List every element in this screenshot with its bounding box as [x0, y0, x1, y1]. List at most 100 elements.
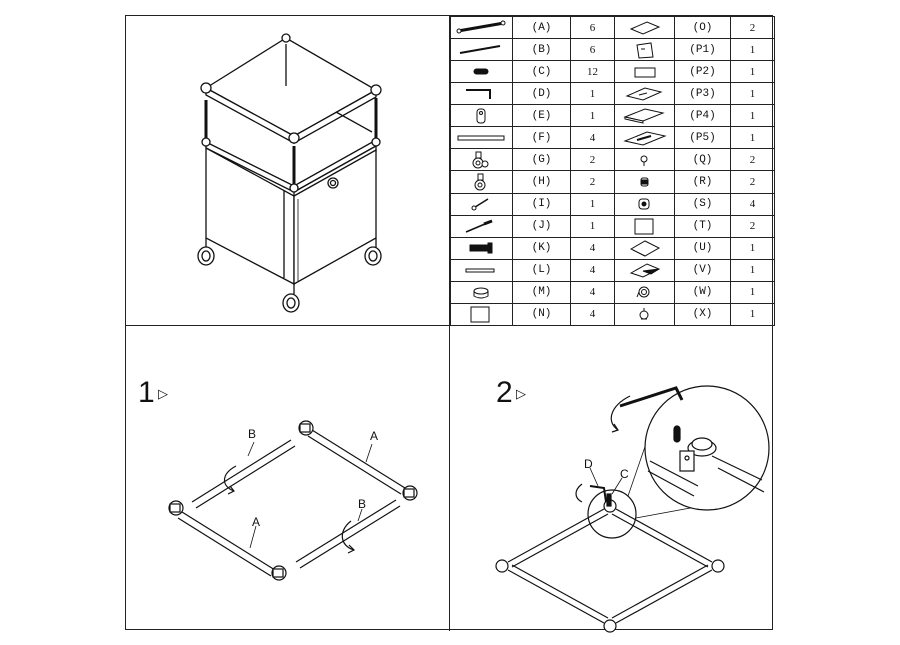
part-quantity: 2 — [570, 170, 615, 194]
part-icon-cell — [614, 170, 675, 194]
step-1-arrow-icon: ▷ — [158, 386, 168, 401]
step-2-number: 2 — [496, 376, 513, 409]
parts-row: (K)4(U)1 — [450, 236, 775, 260]
part-quantity: 6 — [570, 38, 615, 62]
part-label: (H) — [512, 170, 571, 194]
part-label: (N) — [512, 302, 571, 327]
part-quantity: 1 — [570, 192, 615, 216]
square-board-icon — [634, 218, 653, 235]
part-icon-cell — [614, 15, 675, 40]
hinge-cup-icon — [636, 286, 649, 298]
parts-row: (B)6(P1)1 — [450, 38, 775, 62]
part-quantity: 1 — [570, 214, 615, 238]
parts-table: (A)6(O)2(B)6(P1)1(C)12(P2)1(D)1(P3)1(E)1… — [450, 15, 775, 327]
part-icon-cell — [450, 60, 513, 84]
part-quantity: 2 — [730, 170, 775, 194]
dowel-icon — [673, 425, 681, 443]
part-quantity: 2 — [730, 148, 775, 172]
allen-key-icon — [619, 386, 684, 408]
parts-row: (A)6(O)2 — [450, 15, 775, 40]
part-icon-cell — [614, 192, 675, 216]
part-label: (X) — [674, 302, 731, 327]
part-label: (P1) — [674, 38, 731, 62]
rotate-arrow-icon — [610, 395, 631, 431]
part-quantity: 4 — [570, 302, 615, 327]
label-b-bottom: B — [358, 497, 366, 511]
part-label: (B) — [512, 38, 571, 62]
long-tube-icon — [456, 20, 505, 34]
assembled-cabinet-drawing — [197, 33, 382, 313]
step-2-drawing: D C — [495, 385, 770, 633]
rotate-arrow-icon — [575, 483, 583, 503]
part-icon-cell — [450, 148, 513, 172]
part-label: (Q) — [674, 148, 731, 172]
flat-bar-icon — [457, 135, 504, 141]
corner-joint — [271, 565, 287, 581]
allen-key-icon — [465, 88, 491, 99]
parts-row: (E)1(P4)1 — [450, 104, 775, 128]
label-a-top: A — [370, 429, 378, 443]
connector-icon — [638, 198, 649, 210]
part-quantity: 1 — [730, 60, 775, 84]
part-quantity: 1 — [730, 302, 775, 327]
parts-row: (D)1(P3)1 — [450, 82, 775, 106]
part-icon-cell — [450, 15, 513, 40]
step-2-panel: 2 ▷ — [450, 326, 774, 633]
part-quantity: 1 — [730, 104, 775, 128]
top-right-tube-a — [307, 429, 406, 495]
rotate-arrow-icon — [223, 465, 237, 492]
part-quantity: 12 — [570, 60, 615, 84]
part-quantity: 1 — [570, 82, 615, 106]
bottom-right-tube-b — [295, 499, 401, 569]
corner-plate-icon — [635, 42, 654, 59]
part-label: (P5) — [674, 126, 731, 150]
slim-bar-icon — [465, 268, 494, 273]
part-icon-cell — [614, 148, 675, 172]
step-1-number: 1 — [138, 376, 155, 409]
corner-joint — [298, 420, 314, 436]
small-allen-key-icon — [589, 485, 607, 503]
part-quantity: 1 — [730, 236, 775, 260]
part-label: (J) — [512, 214, 571, 238]
label-b-top: B — [248, 427, 256, 441]
arrow-head-icon — [227, 485, 235, 495]
cam-lock-icon — [476, 108, 485, 124]
part-label: (I) — [512, 192, 571, 216]
part-icon-cell — [614, 214, 675, 238]
square-panel-icon — [470, 306, 489, 323]
parts-list-panel: (A)6(O)2(B)6(P1)1(C)12(P2)1(D)1(P3)1(E)1… — [450, 15, 775, 327]
caster-front-center — [282, 284, 300, 313]
part-label: (C) — [512, 60, 571, 84]
parts-row: (G)2(Q)2 — [450, 148, 775, 172]
bracket-plate-icon — [622, 131, 667, 146]
magnified-joint — [647, 437, 765, 497]
part-label: (S) — [674, 192, 731, 216]
part-quantity: 1 — [730, 280, 775, 304]
part-label: (O) — [674, 15, 731, 40]
part-quantity: 4 — [730, 192, 775, 216]
screwdriver-icon — [465, 219, 493, 233]
parts-row: (N)4 (X)1 — [450, 302, 775, 327]
bottom-left-tube-a — [177, 511, 276, 577]
part-icon-cell — [614, 258, 675, 282]
step-1-panel: 1 ▷ — [126, 326, 450, 631]
caster-front-left — [197, 238, 215, 266]
corner-joint — [168, 500, 184, 516]
label-d: D — [584, 457, 593, 471]
parts-row: (C)12(P2)1 — [450, 60, 775, 84]
part-label: (W) — [674, 280, 731, 304]
nut-icon — [640, 177, 648, 187]
parts-row: (L)4(V)1 — [450, 258, 775, 282]
part-label: (G) — [512, 148, 571, 172]
part-quantity: 1 — [570, 104, 615, 128]
instruction-sheet: (A)6(O)2(B)6(P1)1(C)12(P2)1(D)1(P3)1(E)1… — [125, 15, 775, 633]
part-icon-cell — [450, 38, 513, 62]
thin-rod-icon — [459, 44, 500, 54]
part-icon-cell — [614, 60, 675, 84]
part-icon-cell — [614, 82, 675, 106]
knob-icon — [639, 308, 648, 320]
part-label: (V) — [674, 258, 731, 282]
parts-row: (H)2(R)2 — [450, 170, 775, 194]
caster-icon — [474, 173, 485, 191]
part-icon-cell — [450, 104, 513, 128]
